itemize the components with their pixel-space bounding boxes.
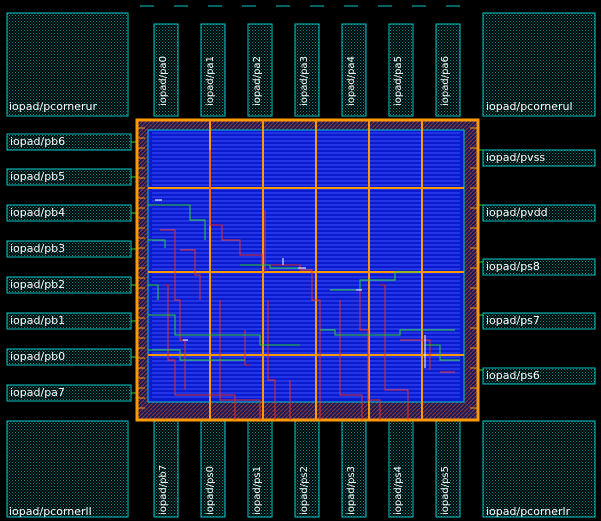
top-pad-row — [153, 23, 461, 117]
top-pad[interactable] — [341, 23, 367, 117]
corner-pad-bottom-left[interactable] — [6, 420, 129, 518]
right-pad[interactable] — [482, 367, 596, 385]
left-pad-row — [6, 133, 132, 402]
left-pad[interactable] — [6, 240, 132, 258]
bottom-pad[interactable] — [247, 420, 273, 518]
routing-white-stubs — [155, 199, 426, 368]
standard-cell-rows — [152, 132, 460, 398]
top-pad[interactable] — [247, 23, 273, 117]
top-pad[interactable] — [153, 23, 179, 117]
left-pad[interactable] — [6, 348, 132, 366]
top-pad[interactable] — [388, 23, 414, 117]
routing-red — [160, 150, 455, 420]
left-pad[interactable] — [6, 384, 132, 402]
bottom-pad[interactable] — [341, 420, 367, 518]
left-pad[interactable] — [6, 168, 132, 186]
left-pad[interactable] — [6, 133, 132, 151]
left-pad[interactable] — [6, 204, 132, 222]
right-pad[interactable] — [482, 312, 596, 330]
routing-green — [148, 204, 460, 361]
top-pad[interactable] — [200, 23, 226, 117]
right-pad[interactable] — [482, 258, 596, 276]
bottom-pad[interactable] — [294, 420, 320, 518]
corner-pad-bottom-right[interactable] — [482, 420, 596, 518]
top-pad[interactable] — [435, 23, 461, 117]
top-pad[interactable] — [294, 23, 320, 117]
left-pad[interactable] — [6, 312, 132, 330]
bottom-pad[interactable] — [388, 420, 414, 518]
bottom-pad[interactable] — [435, 420, 461, 518]
left-pad[interactable] — [6, 276, 132, 294]
ring-ladder-left — [137, 127, 478, 409]
right-pad[interactable] — [482, 149, 596, 167]
bottom-pad[interactable] — [153, 420, 179, 518]
bottom-pad-row — [153, 420, 461, 518]
corner-pad-top-right[interactable] — [482, 12, 596, 117]
corner-pad-top-left[interactable] — [6, 12, 129, 117]
right-pad[interactable] — [482, 204, 596, 222]
right-pad-row — [482, 149, 596, 385]
bottom-pad[interactable] — [200, 420, 226, 518]
